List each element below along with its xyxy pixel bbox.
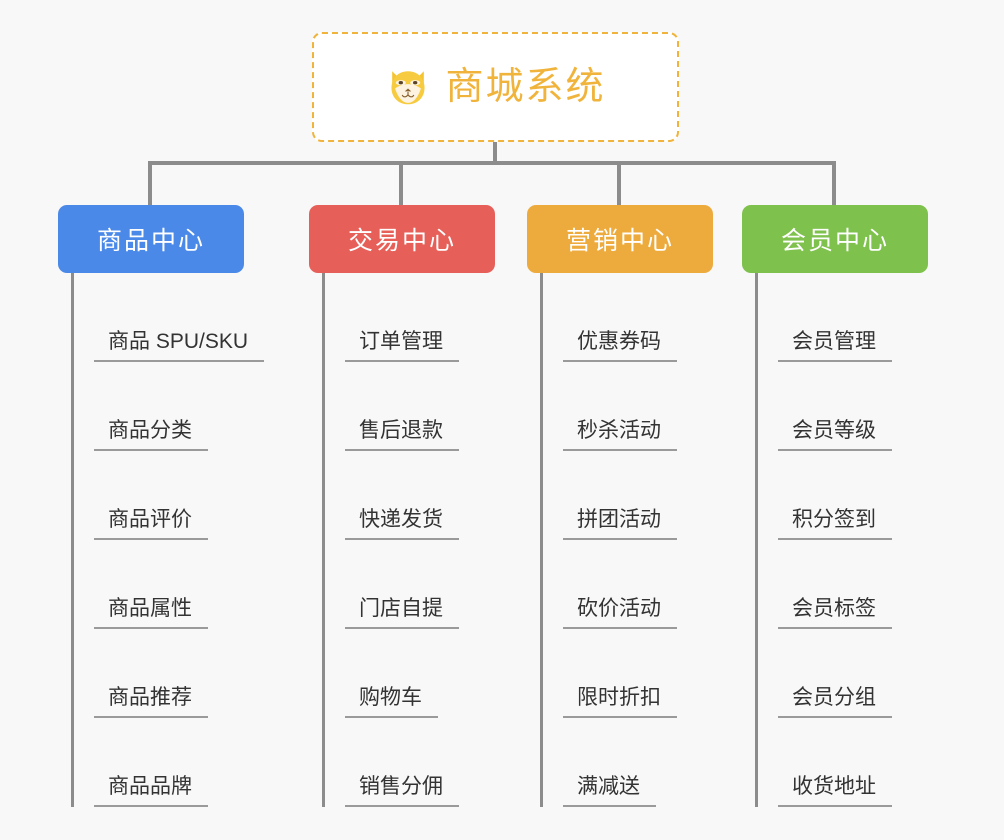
leaf-item[interactable]: 会员标签 — [758, 540, 928, 629]
leaf-item[interactable]: 快递发货 — [325, 451, 495, 540]
branch-header-label-4: 会员中心 — [780, 227, 889, 255]
leaf-label: 购物车 — [345, 686, 438, 718]
leaf-item[interactable]: 拼团活动 — [543, 451, 713, 540]
leaf-label: 会员分组 — [778, 686, 892, 718]
leaf-item[interactable]: 限时折扣 — [543, 629, 713, 718]
leaf-item[interactable]: 售后退款 — [325, 362, 495, 451]
branch-column-4: 会员中心 会员管理 会员等级 积分签到 会员标签 会员分组 收货地址 — [742, 205, 928, 807]
leaf-item[interactable]: 商品 SPU/SKU — [74, 273, 265, 362]
connector-drop-3 — [617, 161, 621, 205]
leaf-item[interactable]: 收货地址 — [758, 718, 928, 807]
leaf-item[interactable]: 商品品牌 — [74, 718, 244, 807]
leaf-label: 秒杀活动 — [563, 419, 677, 451]
leaf-item[interactable]: 优惠券码 — [543, 273, 713, 362]
leaf-label: 商品 SPU/SKU — [94, 330, 265, 362]
branch-header-3[interactable]: 营销中心 — [527, 205, 713, 273]
leaf-label: 收货地址 — [778, 775, 892, 807]
leaf-item[interactable]: 秒杀活动 — [543, 362, 713, 451]
connector-root-stem — [493, 142, 497, 164]
leaf-item[interactable]: 订单管理 — [325, 273, 495, 362]
leaf-item[interactable]: 商品分类 — [74, 362, 244, 451]
branch-header-4[interactable]: 会员中心 — [742, 205, 928, 273]
leaf-item[interactable]: 会员管理 — [758, 273, 928, 362]
connector-drop-2 — [399, 161, 403, 205]
connector-horizontal-bus — [148, 161, 836, 165]
branch-column-1: 商品中心 商品 SPU/SKU 商品分类 商品评价 商品属性 商品推荐 商品品牌 — [58, 205, 265, 807]
leaf-item[interactable]: 积分签到 — [758, 451, 928, 540]
leaf-item[interactable]: 购物车 — [325, 629, 495, 718]
branch-header-2[interactable]: 交易中心 — [309, 205, 495, 273]
leaf-label: 订单管理 — [345, 330, 459, 362]
connector-drop-1 — [148, 161, 152, 205]
leaf-item[interactable]: 商品评价 — [74, 451, 244, 540]
leaf-item[interactable]: 商品推荐 — [74, 629, 244, 718]
leaf-label: 商品分类 — [94, 419, 208, 451]
root-node[interactable]: 商城系统 — [312, 32, 679, 142]
leaf-item[interactable]: 商品属性 — [74, 540, 244, 629]
leaf-label: 快递发货 — [345, 508, 459, 540]
leaf-item[interactable]: 会员等级 — [758, 362, 928, 451]
leaf-label: 满减送 — [563, 775, 656, 807]
branch-column-2: 交易中心 订单管理 售后退款 快递发货 门店自提 购物车 销售分佣 — [309, 205, 495, 807]
leaf-item[interactable]: 销售分佣 — [325, 718, 495, 807]
leaf-label: 会员等级 — [778, 419, 892, 451]
branch-leaves-2: 订单管理 售后退款 快递发货 门店自提 购物车 销售分佣 — [322, 273, 495, 807]
branch-header-label-2: 交易中心 — [347, 227, 456, 255]
leaf-label: 会员管理 — [778, 330, 892, 362]
branch-leaves-1: 商品 SPU/SKU 商品分类 商品评价 商品属性 商品推荐 商品品牌 — [71, 273, 265, 807]
leaf-item[interactable]: 门店自提 — [325, 540, 495, 629]
branch-leaves-3: 优惠券码 秒杀活动 拼团活动 砍价活动 限时折扣 满减送 — [540, 273, 713, 807]
leaf-label: 商品评价 — [94, 508, 208, 540]
branch-column-3: 营销中心 优惠券码 秒杀活动 拼团活动 砍价活动 限时折扣 满减送 — [527, 205, 713, 807]
branch-leaves-4: 会员管理 会员等级 积分签到 会员标签 会员分组 收货地址 — [755, 273, 928, 807]
leaf-item[interactable]: 会员分组 — [758, 629, 928, 718]
leaf-label: 限时折扣 — [563, 686, 677, 718]
shiba-dog-face-icon — [391, 71, 426, 105]
branch-header-label-1: 商品中心 — [96, 227, 205, 255]
connector-drop-4 — [832, 161, 836, 205]
leaf-item[interactable]: 满减送 — [543, 718, 713, 807]
root-title: 商城系统 — [445, 66, 606, 108]
leaf-label: 商品品牌 — [94, 775, 208, 807]
leaf-label: 商品属性 — [94, 597, 208, 629]
leaf-label: 门店自提 — [345, 597, 459, 629]
leaf-label: 优惠券码 — [563, 330, 677, 362]
leaf-label: 砍价活动 — [563, 597, 677, 629]
branch-header-label-3: 营销中心 — [565, 227, 674, 255]
leaf-label: 积分签到 — [778, 508, 892, 540]
leaf-item[interactable]: 砍价活动 — [543, 540, 713, 629]
leaf-label: 会员标签 — [778, 597, 892, 629]
leaf-label: 售后退款 — [345, 419, 459, 451]
leaf-label: 商品推荐 — [94, 686, 208, 718]
leaf-label: 销售分佣 — [345, 775, 459, 807]
leaf-label: 拼团活动 — [563, 508, 677, 540]
branch-header-1[interactable]: 商品中心 — [58, 205, 244, 273]
